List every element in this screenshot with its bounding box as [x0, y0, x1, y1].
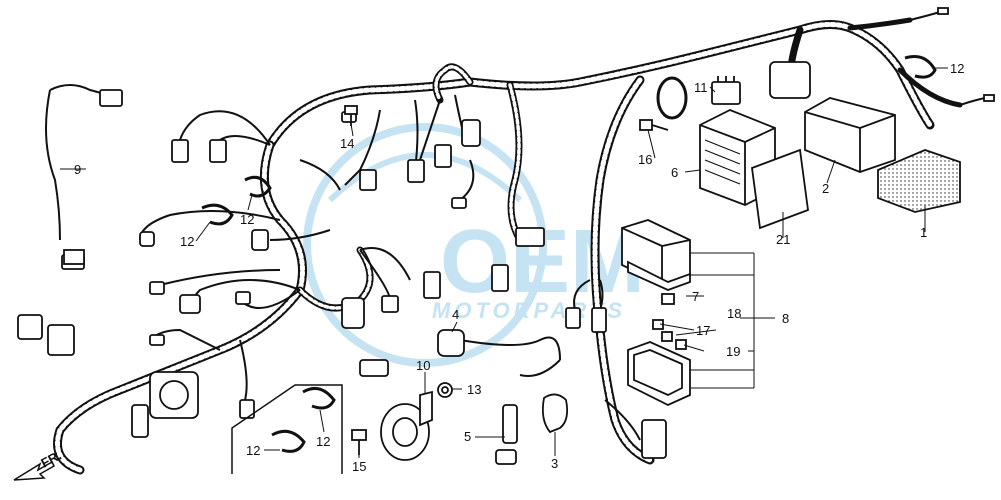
callout-6: 6: [671, 165, 678, 180]
callout-8: 8: [782, 311, 789, 326]
watermark-brand: OEM: [440, 212, 645, 312]
leader-lines: [60, 67, 948, 458]
parts: [63, 7, 995, 465]
callout-15: 15: [352, 459, 366, 474]
callout-12-center: 12: [240, 212, 254, 227]
watermark-subtitle: MOTORPARTS: [432, 298, 626, 323]
callout-3: 3: [551, 456, 558, 471]
callout-17: 17: [696, 323, 710, 338]
callout-1: 1: [920, 225, 927, 240]
main-harness: [53, 17, 963, 475]
inset-box: [231, 384, 343, 474]
callout-9: 9: [74, 162, 81, 177]
callout-10: 10: [416, 358, 430, 373]
callout-2: 2: [822, 181, 829, 196]
callout-12-top-right: 12: [950, 61, 964, 76]
callout-11: 11: [694, 80, 708, 95]
callout-5: 5: [464, 429, 471, 444]
callout-21: 21: [776, 232, 790, 247]
callout-19: 19: [726, 344, 740, 359]
callout-13: 13: [467, 382, 481, 397]
connectors: [17, 89, 667, 459]
callout-7: 7: [692, 289, 699, 304]
callout-12-inset-right: 12: [316, 434, 330, 449]
callout-14: 14: [340, 136, 354, 151]
callout-16: 16: [638, 152, 652, 167]
callouts: 1 2 3 4 5 6 7 8 9 10 11 12 12 12 12 12 1…: [74, 61, 964, 474]
front-arrow-icon: [13, 460, 55, 481]
callout-12-left: 12: [180, 234, 194, 249]
front-direction-indicator: FR.: [13, 448, 64, 481]
callout-18: 18: [727, 306, 741, 321]
watermark: OEM MOTORPARTS: [303, 123, 645, 367]
callout-4: 4: [452, 307, 459, 322]
callout-12-inset-left: 12: [246, 443, 260, 458]
